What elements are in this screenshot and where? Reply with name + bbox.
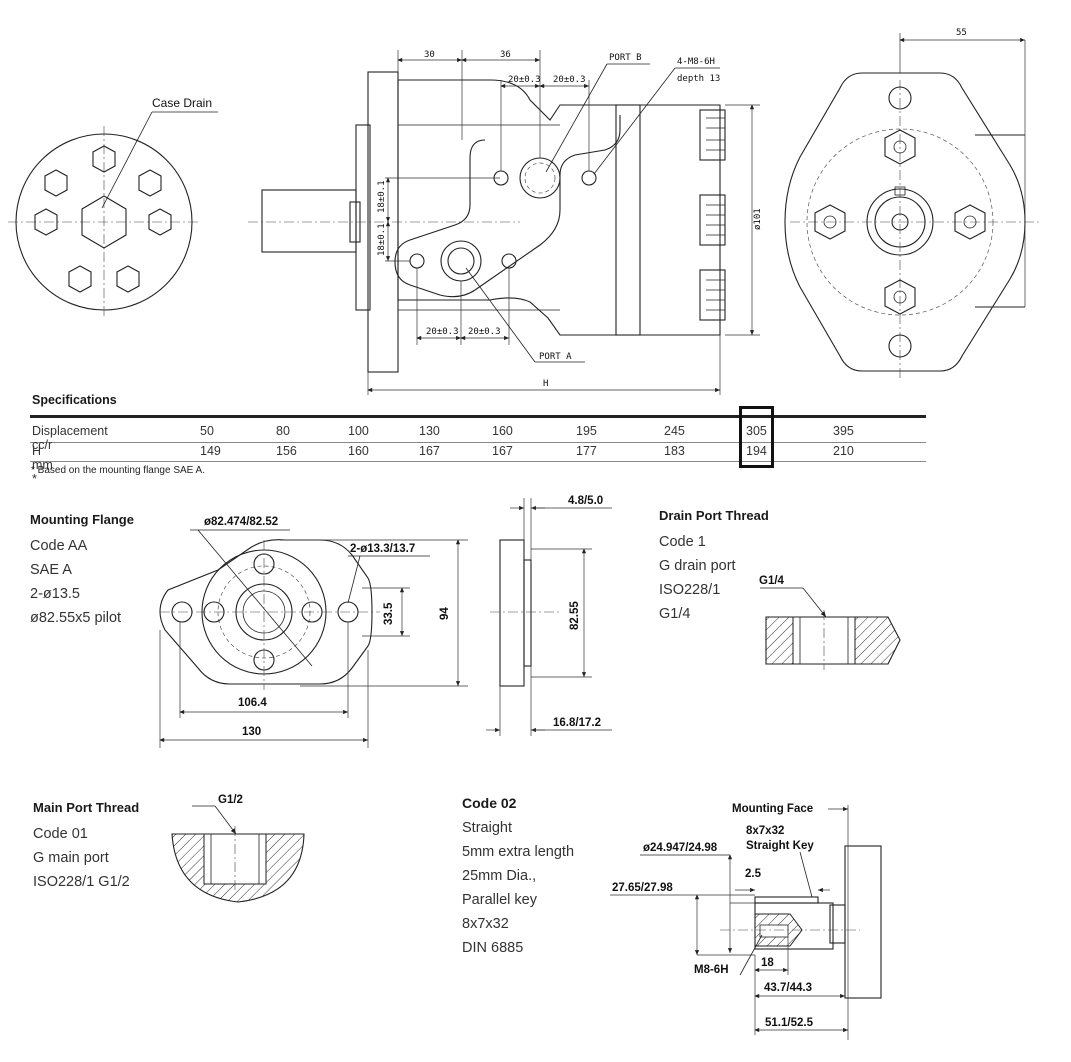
- drain-line: G drain port: [659, 558, 736, 574]
- drain-port-lines: Code 1 G drain port ISO228/1 G1/4: [659, 530, 736, 626]
- specs-cell: 167: [419, 444, 440, 458]
- main-port-drawing: G1/2: [171, 794, 305, 903]
- dim-18-a: 18±0.1: [377, 180, 387, 213]
- dim-94: 94: [439, 607, 451, 620]
- code02-line: Straight: [462, 820, 512, 836]
- dim-55: 55: [956, 28, 967, 38]
- drain-port-drawing: G1/4: [759, 575, 901, 670]
- main-line: ISO228/1 G1/2: [33, 874, 130, 890]
- specs-note: * Based on the mounting flange SAE A.: [31, 465, 206, 476]
- flange-line: 2-ø13.5: [30, 586, 80, 602]
- main-callout: G1/2: [218, 794, 243, 806]
- dim-82-55: 82.55: [569, 601, 581, 630]
- specs-cell: 177: [576, 444, 597, 458]
- dim-20-top-a: 20±0.3: [508, 75, 541, 85]
- specs-rule-bottom: [30, 461, 926, 462]
- specs-cell: 195: [576, 424, 597, 438]
- specs-rule-mid: [30, 442, 926, 443]
- dim-20-bot-a: 20±0.3: [426, 327, 459, 337]
- specs-cell: 167: [492, 444, 513, 458]
- dim-18-b: 18±0.1: [377, 223, 387, 256]
- drain-port-title: Drain Port Thread: [659, 508, 769, 523]
- dim-51-1: 51.1/52.5: [765, 1017, 814, 1029]
- specs-cell: 160: [348, 444, 369, 458]
- main-line: Code 01: [33, 826, 88, 842]
- dim-m8: M8-6H: [694, 964, 729, 976]
- dim-h: H: [543, 379, 548, 389]
- dim-18-shaft: 18: [761, 957, 774, 969]
- flange-line: SAE A: [30, 562, 72, 578]
- case-drain-label: Case Drain: [152, 96, 212, 110]
- dim-36: 36: [500, 50, 511, 60]
- specs-cell: 156: [276, 444, 297, 458]
- mounting-flange-title: Mounting Flange: [30, 512, 134, 527]
- shaft-drawing: Mounting Face 8x7x32 Straight Key ø24.94…: [610, 803, 882, 1040]
- code02-line: Parallel key: [462, 892, 537, 908]
- side-view: 30 36 20±0.3 20±0.3 20±0.3 20±0.3 18±0.1…: [248, 50, 763, 395]
- code02-line: 8x7x32: [462, 916, 509, 932]
- specs-cell: 194: [746, 444, 767, 458]
- dim-33-5: 33.5: [383, 602, 395, 625]
- code02-line: 5mm extra length: [462, 844, 575, 860]
- flange-line: ø82.55x5 pilot: [30, 610, 122, 626]
- dim-d24: ø24.947/24.98: [643, 842, 718, 854]
- dim-20-bot-b: 20±0.3: [468, 327, 501, 337]
- dim-106-4: 106.4: [238, 697, 267, 709]
- port-b-label: PORT B: [609, 53, 642, 63]
- specs-cell: 100: [348, 424, 369, 438]
- key-label-1: 8x7x32: [746, 825, 784, 837]
- thread-callout-2: depth 13: [677, 74, 720, 84]
- code02-lines: Straight 5mm extra length 25mm Dia., Par…: [462, 816, 574, 960]
- drain-callout: G1/4: [759, 575, 785, 587]
- specs-row-label: Displacement cc/r: [32, 424, 108, 452]
- main-line: G main port: [33, 850, 109, 866]
- specs-row-label: H mm *: [32, 444, 53, 486]
- code02-line: DIN 6885: [462, 940, 524, 956]
- specs-cell: 183: [664, 444, 685, 458]
- mounting-face-label: Mounting Face: [732, 803, 813, 815]
- dim-20-top-b: 20±0.3: [553, 75, 586, 85]
- specs-cell: 305: [746, 424, 767, 438]
- specs-cell: 245: [664, 424, 685, 438]
- thread-callout-1: 4-M8-6H: [677, 57, 715, 67]
- rear-view: Case Drain: [8, 96, 218, 318]
- drain-line: ISO228/1: [659, 582, 721, 598]
- code02-line: 25mm Dia.,: [462, 868, 537, 884]
- key-label-2: Straight Key: [746, 840, 814, 852]
- dim-2-5: 2.5: [745, 868, 762, 880]
- dim-27-65: 27.65/27.98: [612, 882, 673, 894]
- dim-d101: ø101: [753, 208, 763, 230]
- specs-cell: 50: [200, 424, 214, 438]
- dim-4-8: 4.8/5.0: [568, 495, 603, 507]
- dim-43-7: 43.7/44.3: [764, 982, 812, 994]
- dim-130: 130: [242, 726, 261, 738]
- dim-30: 30: [424, 50, 435, 60]
- specs-cell: 160: [492, 424, 513, 438]
- main-port-title: Main Port Thread: [33, 800, 140, 815]
- drain-line: G1/4: [659, 606, 691, 622]
- specs-cell: 130: [419, 424, 440, 438]
- specs-cell: 395: [833, 424, 854, 438]
- main-port-lines: Code 01 G main port ISO228/1 G1/2: [33, 822, 130, 894]
- specs-cell: 210: [833, 444, 854, 458]
- drain-line: Code 1: [659, 534, 706, 550]
- flange-line: Code AA: [30, 538, 88, 554]
- mounting-flange-lines: Code AA SAE A 2-ø13.5 ø82.55x5 pilot: [30, 534, 121, 630]
- front-view: 55: [784, 28, 1040, 380]
- mounting-flange-drawing: ø82.474/82.52 2-ø13.3/13.7 33.5 94 106.4…: [159, 516, 468, 748]
- dim-pilot: ø82.474/82.52: [204, 516, 278, 528]
- specs-cell: 80: [276, 424, 290, 438]
- specs-title: Specifications: [32, 393, 117, 407]
- highlight-box-305: [739, 406, 774, 468]
- port-a-label: PORT A: [539, 352, 572, 362]
- code02-title: Code 02: [462, 795, 517, 811]
- specs-cell: 149: [200, 444, 221, 458]
- specs-rule-top: [30, 415, 926, 418]
- dim-16-8: 16.8/17.2: [553, 717, 601, 729]
- flange-side-drawing: 4.8/5.0 82.55 16.8/17.2: [486, 495, 612, 736]
- dim-holes: 2-ø13.3/13.7: [350, 543, 415, 555]
